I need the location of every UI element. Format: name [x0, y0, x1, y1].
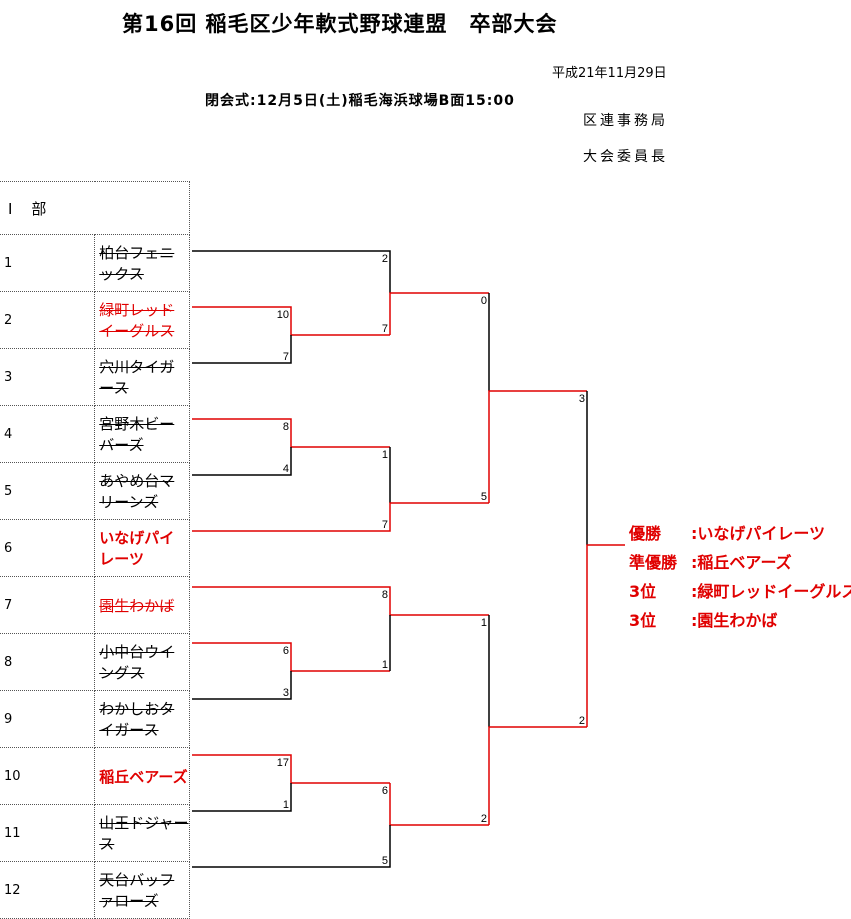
bracket-line — [192, 754, 390, 784]
score: 6 — [382, 785, 388, 797]
team-name: あやめ台マリーンズ — [94, 462, 190, 520]
result-team: :いなげパイレーツ — [691, 524, 826, 543]
bracket-line — [192, 783, 292, 812]
team-name: 宮野木ビーバーズ — [94, 405, 190, 463]
division-label: Ⅰ 部 — [0, 181, 190, 235]
team-name: いなげパイレーツ — [94, 519, 190, 577]
team-name: 山王ドジャース — [94, 804, 190, 862]
bracket-line — [192, 502, 489, 532]
bracket-line — [192, 250, 391, 293]
bracket-line — [192, 671, 292, 700]
score: 5 — [382, 855, 388, 867]
score: 3 — [283, 687, 289, 699]
result-row: 優勝 :いなげパイレーツ — [629, 520, 851, 549]
team-name: 稲丘ベアーズ — [94, 747, 190, 805]
team-name: 緑町レッドイーグルス — [94, 291, 190, 349]
bracket-line — [488, 390, 587, 503]
score: 2 — [481, 813, 487, 825]
score: 7 — [283, 351, 289, 363]
team-number: 8 — [0, 633, 96, 691]
score: 5 — [481, 491, 487, 503]
result-team: :園生わかば — [691, 611, 778, 630]
document-date: 平成21年11月29日 — [552, 66, 667, 81]
score: 10 — [277, 309, 289, 321]
bracket-line — [192, 306, 390, 336]
team-name: 園生わかば — [94, 576, 190, 634]
result-row: 3位 :園生わかば — [629, 607, 851, 636]
bracket-line — [192, 586, 489, 616]
team-number: 3 — [0, 348, 96, 406]
score: 7 — [382, 323, 388, 335]
score: 4 — [283, 463, 289, 475]
result-team: :稲丘ベアーズ — [691, 553, 792, 572]
bracket-line — [192, 447, 292, 476]
team-number: 2 — [0, 291, 96, 349]
result-team: :緑町レッドイーグルス — [691, 582, 851, 601]
score: 8 — [283, 421, 289, 433]
team-list-header: Ⅰ 部 — [0, 181, 190, 235]
score: 7 — [382, 519, 388, 531]
bracket-line — [586, 544, 625, 727]
score: 1 — [382, 449, 388, 461]
score: 1 — [382, 659, 388, 671]
bracket-line — [192, 642, 390, 672]
team-number: 9 — [0, 690, 96, 748]
score: 1 — [283, 799, 289, 811]
score: 17 — [277, 757, 289, 769]
team-name: わかしおタイガース — [94, 690, 190, 748]
team-name: 柏台フェニックス — [94, 234, 190, 292]
result-rank: 3位 — [629, 611, 657, 630]
team-number: 7 — [0, 576, 96, 634]
team-number: 4 — [0, 405, 96, 463]
bracket-line — [488, 726, 587, 825]
result-rank: 準優勝 — [629, 553, 678, 572]
final-results: 優勝 :いなげパイレーツ 準優勝 :稲丘ベアーズ 3位 :緑町レッドイーグルス 3位:… — [629, 520, 851, 636]
score: 0 — [481, 295, 487, 307]
result-row: 3位 :緑町レッドイーグルス — [629, 578, 851, 607]
team-number: 11 — [0, 804, 96, 862]
page-title: 第16回 稲毛区少年軟式野球連盟 卒部大会 — [122, 12, 558, 36]
score: 2 — [579, 715, 585, 727]
score: 6 — [283, 645, 289, 657]
chair-label: 大会委員長 — [583, 149, 668, 165]
team-number: 5 — [0, 462, 96, 520]
bracket-line — [192, 825, 391, 868]
result-rank: 3位 — [629, 582, 657, 601]
closing-ceremony-info: 閉会式:12月5日(土)稲毛海浜球場B面15:00 — [205, 93, 515, 109]
bracket-line — [192, 418, 390, 448]
score: 2 — [382, 253, 388, 265]
result-rank: 優勝 — [629, 524, 662, 543]
office-label: 区連事務局 — [583, 113, 668, 129]
bracket-line — [389, 783, 489, 826]
score: 1 — [481, 617, 487, 629]
team-name: 穴川タイガース — [94, 348, 190, 406]
score: 3 — [579, 393, 585, 405]
score: 8 — [382, 589, 388, 601]
bracket-line — [192, 335, 292, 364]
bracket-line — [389, 292, 489, 335]
result-row: 準優勝 :稲丘ベアーズ — [629, 549, 851, 578]
